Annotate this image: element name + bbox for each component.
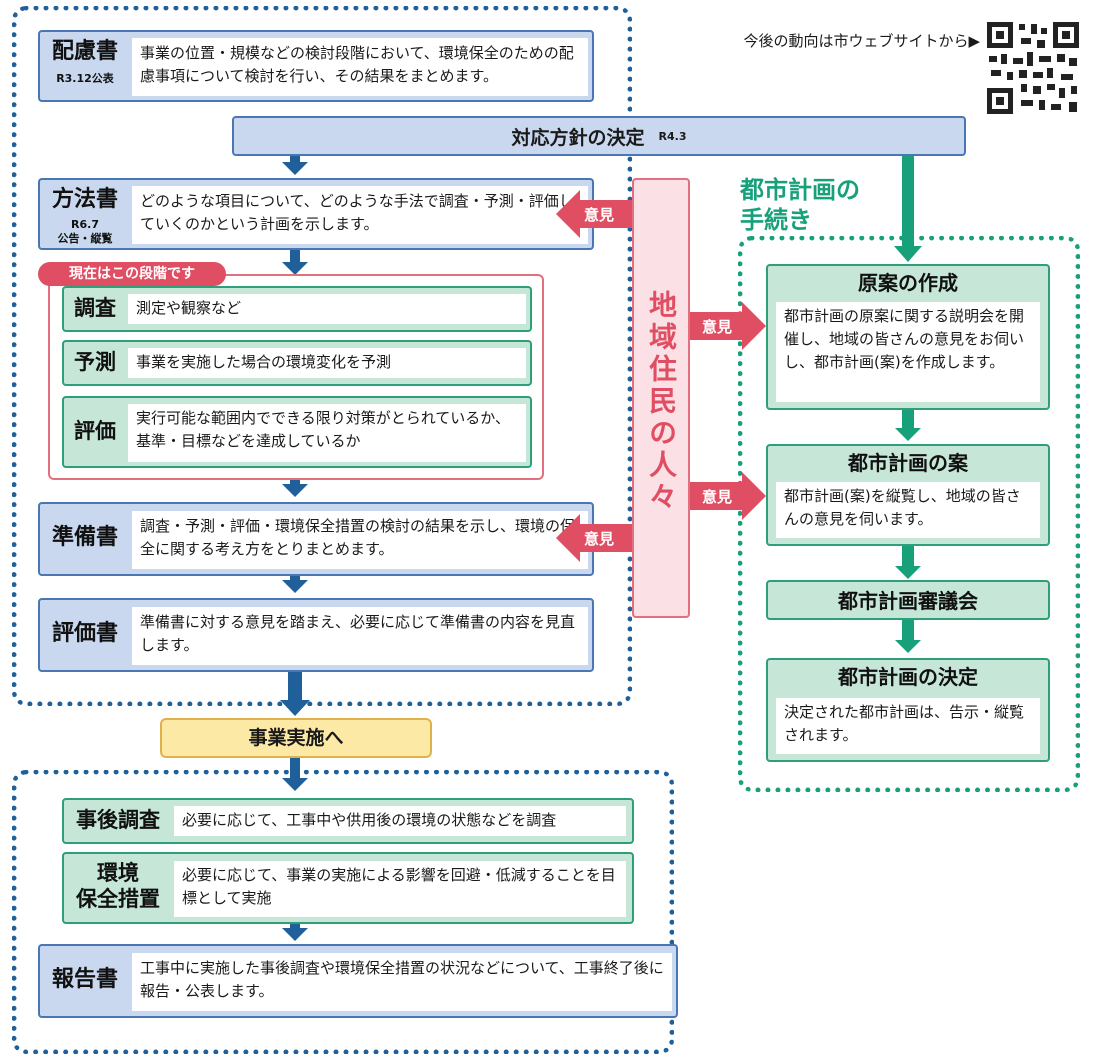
council-box: 都市計画審議会 <box>766 580 1050 620</box>
arrow-down-icon <box>895 566 921 579</box>
hyokasho-box: 評価書 準備書に対する意見を踏まえ、必要に応じて準備書の内容を見直します。 <box>38 598 594 672</box>
post-implementation-region <box>12 770 674 1054</box>
arrow-down-icon <box>895 428 921 441</box>
council-title: 都市計画審議会 <box>838 589 978 613</box>
hohosho-box: 方法書 R6.7 公告・縦覧 どのような項目について、どのような手法で調査・予測… <box>38 178 594 250</box>
arrow-shaft <box>290 480 300 486</box>
hohosho-title: 方法書 <box>51 187 118 212</box>
opinion-label: 意見 <box>584 530 615 548</box>
hohosho-date: R6.7 <box>71 218 99 231</box>
arrow-shaft <box>902 410 914 428</box>
opinion-arrow-to-an: 意見 <box>690 472 766 520</box>
arrow-shaft <box>902 620 914 640</box>
hokokusho-box: 報告書 工事中に実施した事後調査や環境保全措置の状況などについて、工事終了後に報… <box>38 944 678 1018</box>
residents-box: 地域住民の人々 <box>632 178 690 618</box>
junbisho-title: 準備書 <box>51 525 118 550</box>
qr-code-icon[interactable] <box>985 20 1081 116</box>
opinion-label: 意見 <box>584 206 615 224</box>
arrow-shaft <box>290 156 300 162</box>
arrow-down-icon <box>282 928 308 941</box>
hyoka-box: 評価 実行可能な範囲内でできる限り対策がとられているか、基準・目標などを達成して… <box>62 396 532 468</box>
hohosho-desc: どのような項目について、どのような手法で調査・予測・評価していくのかという計画を… <box>132 186 588 244</box>
hairyosho-box: 配慮書 R3.12公表 事業の位置・規模などの検討段階において、環境保全のための… <box>38 30 594 102</box>
jigyo-box: 事業実施へ <box>160 718 432 758</box>
decision-title: 都市計画の決定 <box>838 665 978 689</box>
arrow-shaft <box>290 758 300 780</box>
yosoku-title: 予測 <box>74 350 116 374</box>
arrow-down-icon <box>282 262 308 275</box>
current-stage-badge: 現在はこの段階です <box>38 262 226 286</box>
arrow-shaft <box>288 672 302 702</box>
hyokasho-desc: 準備書に対する意見を踏まえ、必要に応じて準備書の内容を見直します。 <box>132 607 588 665</box>
hozen-desc: 必要に応じて、事業の実施による影響を回避・低減することを目標として実施 <box>174 861 626 917</box>
arrow-down-icon <box>282 580 308 593</box>
opinion-label: 意見 <box>702 488 733 506</box>
hairyosho-title: 配慮書 <box>51 39 118 64</box>
an-box: 都市計画の案 都市計画(案)を縦覧し、地域の皆さんの意見を伺います。 <box>766 444 1050 546</box>
hairyosho-date: R3.12公表 <box>56 72 114 85</box>
jigochosa-box: 事後調査 必要に応じて、工事中や供用後の環境の状態などを調査 <box>62 798 634 844</box>
genan-desc: 都市計画の原案に関する説明会を開催し、地域の皆さんの意見をお伺いし、都市計画(案… <box>776 302 1040 402</box>
taiou-box: 対応方針の決定 R4.3 <box>232 116 966 156</box>
arrow-shaft <box>290 576 300 582</box>
taiou-title: 対応方針の決定 <box>511 126 645 149</box>
hokokusho-title: 報告書 <box>51 967 118 992</box>
arrow-down-icon <box>895 640 921 653</box>
arrow-shaft <box>902 156 914 248</box>
arrow-shaft <box>290 924 300 930</box>
decision-box: 都市計画の決定 決定された都市計画は、告示・縦覧されます。 <box>766 658 1050 762</box>
opinion-arrow-to-junbisho: 意見 <box>556 514 632 562</box>
arrow-down-icon <box>282 162 308 175</box>
city-header-line1: 都市計画の <box>740 176 860 204</box>
hyoka-title: 評価 <box>74 419 116 443</box>
arrow-down-icon <box>894 246 922 262</box>
opinion-label: 意見 <box>702 318 733 336</box>
arrow-down-icon <box>282 484 308 497</box>
genan-box: 原案の作成 都市計画の原案に関する説明会を開催し、地域の皆さんの意見をお伺いし、… <box>766 264 1050 410</box>
hairyosho-desc: 事業の位置・規模などの検討段階において、環境保全のための配慮事項について検討を行… <box>132 38 588 96</box>
jigochosa-title: 事後調査 <box>76 808 160 832</box>
residents-label: 地域住民の人々 <box>645 290 678 514</box>
arrow-shaft <box>902 546 914 566</box>
chosa-box: 調査 測定や観察など <box>62 286 532 332</box>
city-header-line2: 手続き <box>740 206 812 234</box>
an-desc: 都市計画(案)を縦覧し、地域の皆さんの意見を伺います。 <box>776 482 1040 538</box>
hohosho-note: 公告・縦覧 <box>57 232 113 245</box>
arrow-down-icon <box>282 778 308 791</box>
jigochosa-desc: 必要に応じて、工事中や供用後の環境の状態などを調査 <box>174 806 626 836</box>
decision-desc: 決定された都市計画は、告示・縦覧されます。 <box>776 698 1040 754</box>
taiou-date: R4.3 <box>658 129 687 143</box>
chosa-title: 調査 <box>74 296 116 320</box>
arrow-shaft <box>290 250 300 264</box>
hokokusho-desc: 工事中に実施した事後調査や環境保全措置の状況などについて、工事終了後に報告・公表… <box>132 953 672 1011</box>
yosoku-box: 予測 事業を実施した場合の環境変化を予測 <box>62 340 532 386</box>
chosa-desc: 測定や観察など <box>128 294 526 324</box>
opinion-arrow-to-genan: 意見 <box>690 302 766 350</box>
an-title: 都市計画の案 <box>848 451 968 475</box>
hozen-title-line1: 環境 <box>97 861 139 885</box>
opinion-arrow-to-hohosho: 意見 <box>556 190 632 238</box>
current-stage-frame <box>48 274 544 480</box>
junbisho-box: 準備書 調査・予測・評価・環境保全措置の検討の結果を示し、環境の保全に関する考え… <box>38 502 594 576</box>
genan-title: 原案の作成 <box>858 271 958 295</box>
junbisho-desc: 調査・予測・評価・環境保全措置の検討の結果を示し、環境の保全に関する考え方をとり… <box>132 511 588 569</box>
qr-caption: 今後の動向は市ウェブサイトから▶ <box>743 32 980 50</box>
hyokasho-title: 評価書 <box>51 621 118 646</box>
arrow-down-icon <box>280 700 310 716</box>
hozen-title-line2: 保全措置 <box>76 887 160 911</box>
assessment-region <box>12 6 632 706</box>
yosoku-desc: 事業を実施した場合の環境変化を予測 <box>128 348 526 378</box>
hyoka-desc: 実行可能な範囲内でできる限り対策がとられているか、基準・目標などを達成しているか <box>128 404 526 462</box>
hozen-box: 環境 保全措置 必要に応じて、事業の実施による影響を回避・低減することを目標とし… <box>62 852 634 924</box>
